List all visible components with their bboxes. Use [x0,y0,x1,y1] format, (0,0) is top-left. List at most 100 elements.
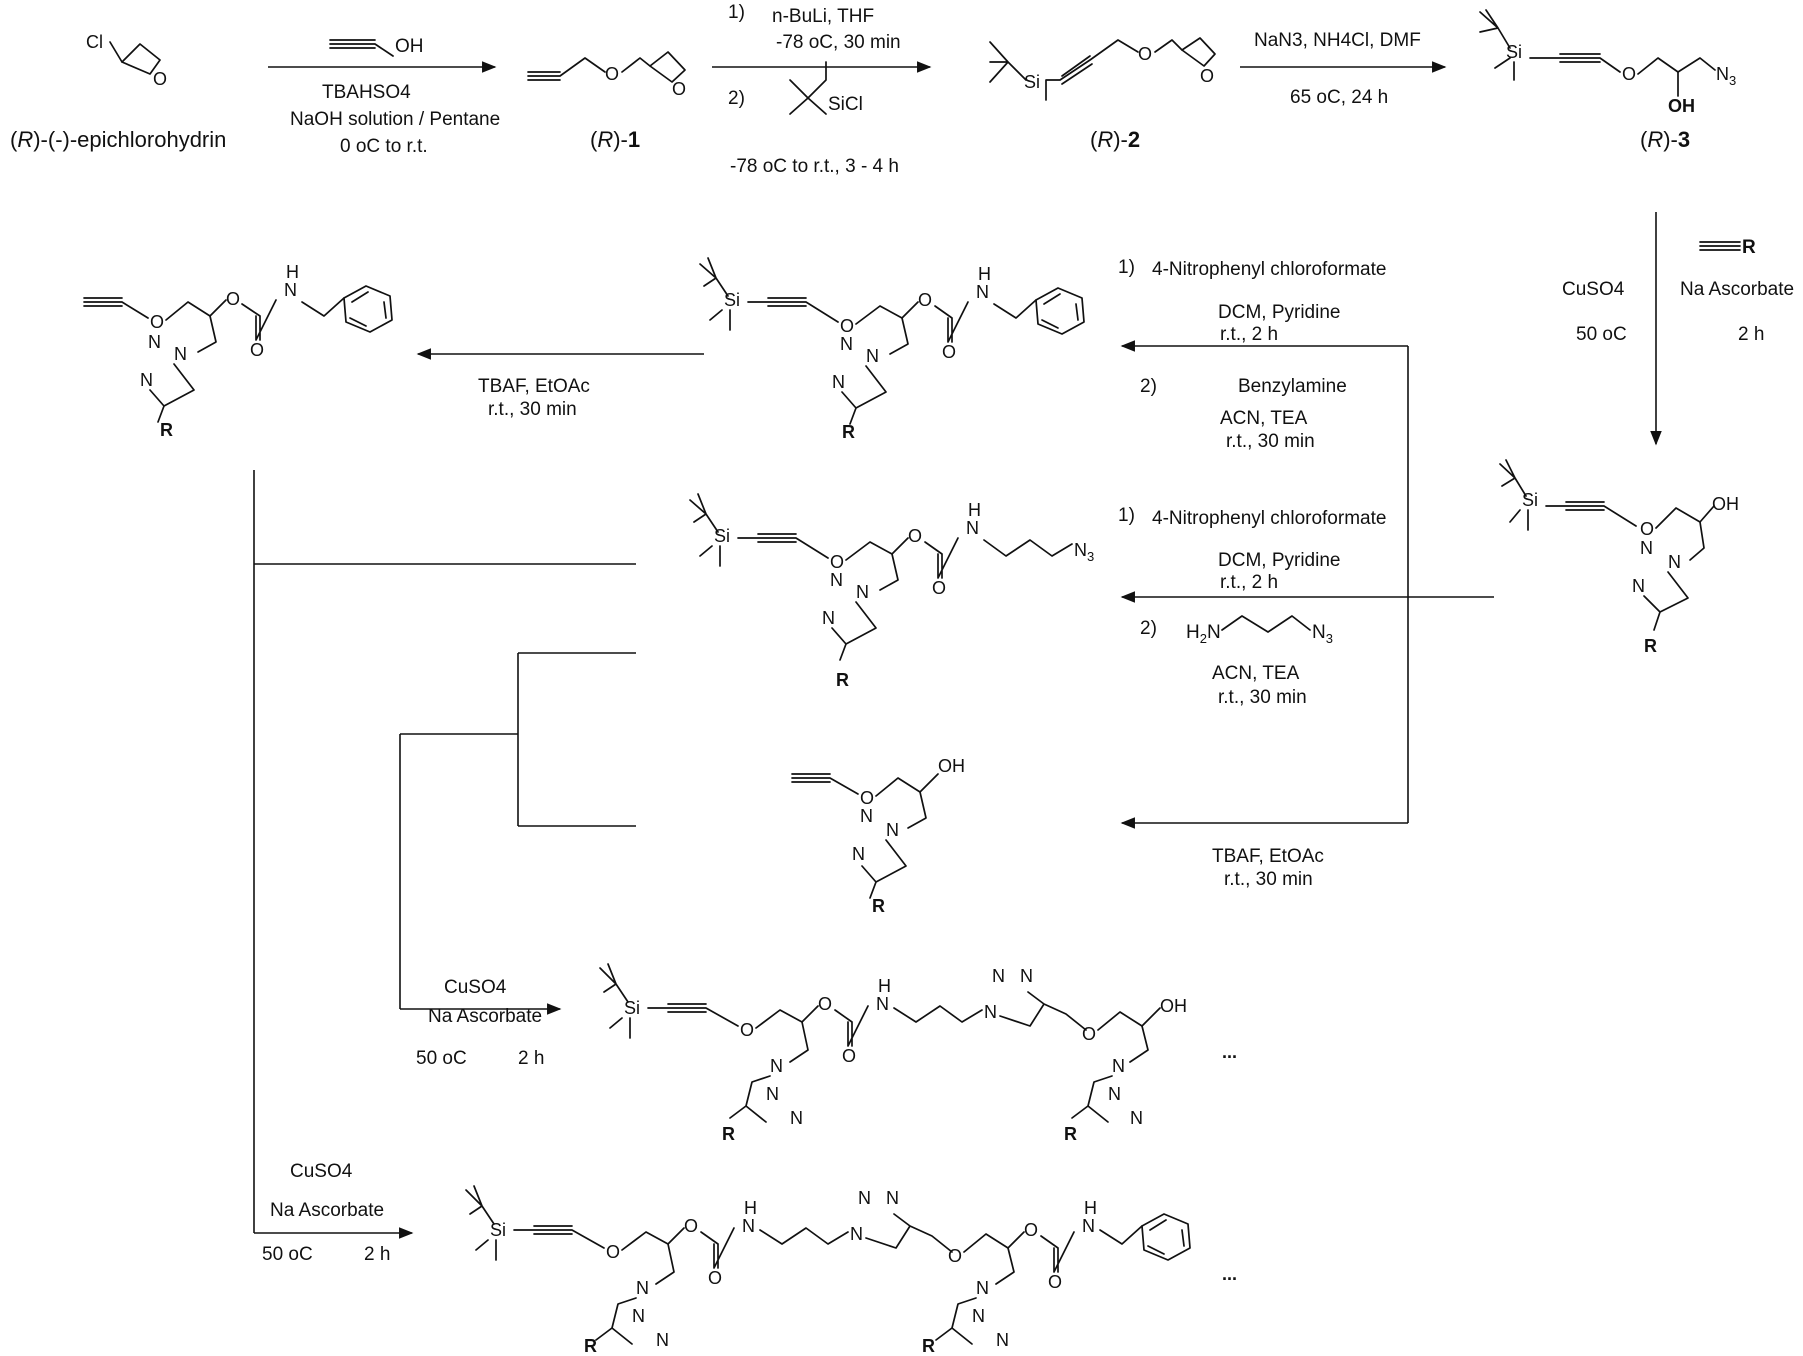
triazole-n6: N [996,1330,1009,1350]
compound-desilylated-alcohol: O OH N N N R [791,756,965,916]
alkyne-r: R [1742,237,1756,258]
ether-o: O [150,312,164,332]
step-number-2: 2) [728,88,745,109]
compound-r2: Si O O (R)-2 [989,37,1216,152]
silicon-atom: Si [1522,490,1538,510]
r-group: R [872,896,885,916]
tbscl-reagent: SiCl [828,94,863,115]
ether-o: O [830,552,844,572]
cond-cuso4: CuSO4 [1562,279,1625,300]
reaction-arrow-step2: 1) n-BuLi, THF -78 oC, 30 min 2) SiCl -7… [712,2,932,177]
epoxide-o: O [672,79,686,99]
amine-h2n: H2N [1186,622,1221,646]
carbamate-o: O [226,289,240,309]
triazole-n5: N [1108,1084,1121,1104]
ether-o-2: O [1082,1024,1096,1044]
cond-time-6: r.t., 30 min [488,399,577,420]
cond-tbaf: TBAF, EtOAc [478,376,590,397]
azide-n3: N3 [1716,64,1736,88]
cond-temp-9: 50 oC [416,1048,467,1069]
cond-time-5b: r.t., 30 min [1226,431,1315,452]
cond-time-7a: r.t., 2 h [1220,572,1278,593]
triazole-n1: N [856,582,869,602]
label-r2: (R)-2 [1090,127,1140,152]
step-number-1: 1) [1118,257,1135,278]
step-number-1: 1) [728,2,745,23]
r-group: R [1644,636,1657,656]
triazole-n1: N [770,1056,783,1076]
triazole-n3: N [822,608,835,628]
carbamate-h-2: H [1084,1198,1097,1218]
silicon-atom: Si [714,526,730,546]
compound-azidopropyl-carbamate: Si O O O N H N3 N N N R [689,493,1094,690]
label-r1: (R)-1 [590,127,640,152]
triazole-n3: N [1632,576,1645,596]
reaction-arrow-step10: CuSO4 Na Ascorbate 50 oC 2 h [254,1161,414,1265]
cond-temp-3: 65 oC, 24 h [1290,87,1388,108]
triazole-n2: N [860,806,873,826]
carbamate-h: H [968,500,981,520]
r-group-1: R [722,1124,735,1144]
ether-o: O [1640,519,1654,539]
triazole-n2: N [830,570,843,590]
carbonyl-o-2: O [1048,1272,1062,1292]
r-group: R [160,420,173,440]
cond-nan3: NaN3, NH4Cl, DMF [1254,30,1421,51]
carbonyl-o: O [942,342,956,362]
carbamate-n: N [284,280,297,300]
carbamate-o: O [908,526,922,546]
silicon-atom: Si [1024,72,1040,92]
ether-o: O [1622,64,1636,84]
cond-temp-4: 50 oC [1576,324,1627,345]
cond-na-ascorbate: Na Ascorbate [270,1200,384,1221]
reaction-arrow-step4: R CuSO4 50 oC Na Ascorbate 2 h [1562,212,1794,446]
reaction-arrow-step8: TBAF, EtOAc r.t., 30 min [1120,817,1408,890]
compound-dimer-alcohol: Si O O O N H N N N O OH N N N R N N N R … [599,963,1237,1144]
ether-o-2: O [948,1246,962,1266]
triazole-n1: N [1668,552,1681,572]
reaction-arrow-step1: OH TBAHSO4 NaOH solution / Pentane 0 oC … [268,36,500,157]
epoxide-o: O [1200,66,1214,86]
cond-time-10: 2 h [364,1244,390,1265]
compound-benzyl-carbamate: O O O N H N N N R [83,262,393,440]
cond-dcm: DCM, Pyridine [1218,302,1340,323]
reaction-arrow-step7: 1) 4-Nitrophenyl chloroformate DCM, Pyri… [1118,505,1494,708]
ether-o: O [860,788,874,808]
cond-time-8: r.t., 30 min [1224,869,1313,890]
carbamate-o-2: O [1024,1220,1038,1240]
cl-atom: Cl [86,32,103,52]
cond-cuso4: CuSO4 [444,977,507,998]
step-number-2: 2) [1140,618,1157,639]
triazole-n1: N [636,1278,649,1298]
cond-nbuli: n-BuLi, THF [772,6,874,27]
cond-nitrophenyl: 4-Nitrophenyl chloroformate [1152,508,1386,529]
ether-o: O [840,316,854,336]
cond-benzylamine: Benzylamine [1238,376,1347,397]
compound-r3: Si O OH N3 (R)-3 [1479,9,1736,152]
carbonyl-o: O [842,1046,856,1066]
carbamate-o: O [818,994,832,1014]
cond-acn: ACN, TEA [1212,663,1300,684]
ether-o: O [606,1242,620,1262]
epoxide-o: O [153,69,167,89]
ellipsis: ... [1222,1042,1237,1062]
hydroxyl: OH [1160,996,1187,1016]
propargyl-alcohol-oh: OH [395,36,424,57]
compound-epichlorohydrin: Cl O (R)-(-)-epichlorohydrin [10,32,226,152]
triazole-n3: N [656,1330,669,1350]
cond-tbahso4: TBAHSO4 [322,82,411,103]
carbamate-n: N [876,994,889,1014]
carbamate-o: O [918,290,932,310]
silicon-atom: Si [1506,42,1522,62]
cond-acn: ACN, TEA [1220,408,1308,429]
compound-triazole-alcohol: Si O OH N N N R [1499,459,1739,656]
carbamate-n: N [976,282,989,302]
triazole-n3b: N [886,1188,899,1208]
reaction-arrow-step6: TBAF, EtOAc r.t., 30 min [416,348,704,420]
cond-temp-2b: -78 oC to r.t., 3 - 4 h [730,156,899,177]
r-group: R [836,670,849,690]
label-epichlorohydrin: (R)-(-)-epichlorohydrin [10,127,226,152]
carbonyl-o: O [250,340,264,360]
step-number-1: 1) [1118,505,1135,526]
triazole-n1: N [886,820,899,840]
